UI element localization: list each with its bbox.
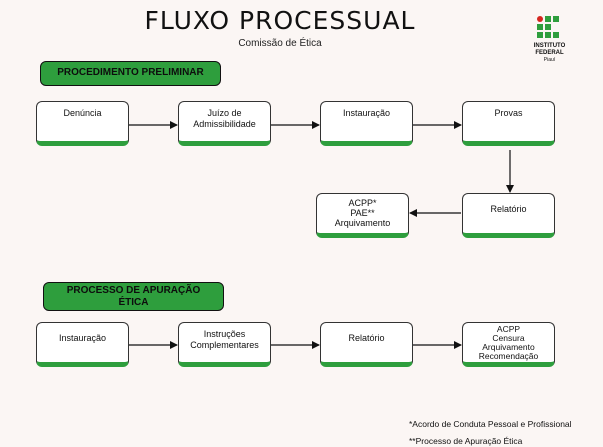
logo-text-line2: FEDERAL — [535, 50, 564, 56]
flow-node-instrucoes-complementares: Instruções Complementares — [178, 322, 271, 367]
node-text: Instruções — [203, 329, 246, 339]
flow-node-relatorio-2: Relatório — [320, 322, 413, 367]
page-title: FLUXO PROCESSUAL — [144, 6, 416, 35]
node-text: Denúncia — [63, 108, 102, 118]
section-label-processo-apuracao: PROCESSO DE APURAÇÃO ÉTICA — [43, 282, 224, 311]
node-text: Arquivamento — [334, 218, 391, 228]
page-subtitle: Comissão de Ética — [238, 38, 322, 49]
footnote-acpp: *Acordo de Conduta Pessoal e Profissiona… — [409, 419, 572, 429]
node-text: Complementares — [190, 340, 259, 350]
footnote-pae: **Processo de Apuração Ética — [409, 436, 523, 446]
flow-node-acpp-pae-arquivamento: ACPP* PAE** Arquivamento — [316, 193, 409, 238]
section-label-line: ÉTICA — [118, 297, 149, 308]
flow-node-instauracao-2: Instauração — [36, 322, 129, 367]
logo-mark-icon — [537, 16, 561, 40]
flow-node-acpp-censura-arquivamento-recomendacao: ACPP Censura Arquivamento Recomendação — [462, 322, 555, 367]
node-text: PAE** — [350, 208, 375, 218]
node-text: Relatório — [490, 204, 527, 214]
node-text: ACPP — [496, 324, 521, 334]
flow-node-provas: Provas — [462, 101, 555, 146]
node-text: Arquivamento — [482, 342, 535, 352]
flow-node-relatorio: Relatório — [462, 193, 555, 238]
node-text: Provas — [494, 108, 523, 118]
flow-node-juizo-admissibilidade: Juízo de Admissibilidade — [178, 101, 271, 146]
node-text: Recomendação — [478, 351, 539, 361]
flow-node-instauracao: Instauração — [320, 101, 413, 146]
section-label-line: PROCESSO DE APURAÇÃO — [66, 285, 201, 296]
node-text: Admissibilidade — [193, 119, 256, 129]
node-text: ACPP* — [348, 198, 377, 208]
node-text: Juízo de — [207, 108, 242, 118]
logo-text-line1: INSTITUTO — [533, 43, 566, 49]
section-label-procedimento-preliminar: PROCEDIMENTO PRELIMINAR — [40, 61, 221, 86]
node-text: Instauração — [58, 333, 107, 343]
node-text: Relatório — [348, 333, 385, 343]
flow-node-denuncia: Denúncia — [36, 101, 129, 146]
node-text: Instauração — [342, 108, 391, 118]
node-text: Censura — [492, 333, 525, 343]
logo-text-line3: Piauí — [543, 57, 556, 63]
